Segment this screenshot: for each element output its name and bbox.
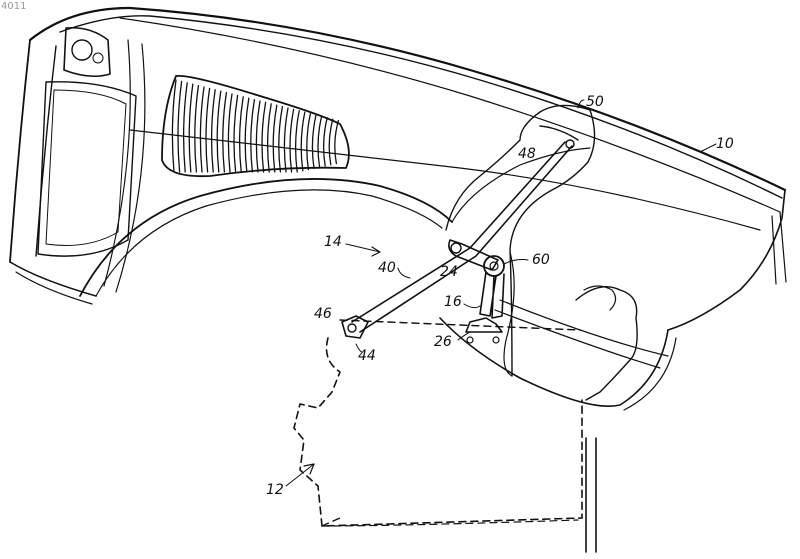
louver-slat — [212, 90, 216, 172]
louver-slat — [290, 109, 294, 172]
louver-slat — [307, 114, 311, 170]
louver-slat — [251, 100, 255, 172]
louver-slat — [184, 83, 188, 172]
louver-slat — [318, 116, 322, 167]
label-50: 50 — [586, 94, 604, 110]
label-12: 12 — [266, 482, 284, 498]
louver-slat — [245, 98, 249, 172]
fender — [10, 8, 786, 410]
louver-slat — [262, 102, 266, 172]
louver-slat — [228, 94, 232, 172]
label-26: 26 — [434, 334, 452, 350]
louver-slat — [296, 111, 300, 172]
louver-slat — [200, 87, 204, 172]
label-24: 24 — [440, 264, 458, 280]
louver-slat — [189, 84, 193, 172]
louver-slat — [217, 91, 221, 172]
louver-slat — [223, 93, 227, 172]
corner-id: 4011 — [1, 1, 26, 12]
louver-slat — [172, 80, 176, 172]
louver-slat — [329, 119, 333, 165]
label-16: 16 — [444, 294, 462, 310]
louver-slat — [324, 118, 328, 166]
reference-labels: 50 10 48 14 40 24 60 16 26 46 44 12 — [266, 94, 734, 498]
label-10: 10 — [716, 136, 734, 152]
louver-slat — [234, 95, 238, 172]
label-48: 48 — [518, 146, 536, 162]
louver-slat — [301, 112, 305, 171]
engine-outline — [294, 286, 637, 552]
label-40: 40 — [378, 260, 396, 276]
label-60: 60 — [532, 252, 550, 268]
louver-slat — [284, 108, 288, 172]
label-46: 46 — [314, 306, 332, 322]
louver-slat — [268, 104, 272, 172]
louver-slat — [335, 121, 339, 164]
louver-slat — [206, 88, 210, 172]
louver-slat — [240, 97, 244, 172]
louver-slat — [178, 81, 182, 172]
label-44: 44 — [358, 348, 376, 364]
louver-slat — [312, 115, 316, 168]
label-14: 14 — [324, 234, 342, 250]
louver-slat — [256, 101, 260, 172]
louver-slat — [195, 86, 199, 172]
louver-slat — [279, 107, 283, 172]
louver-slat — [273, 105, 277, 172]
